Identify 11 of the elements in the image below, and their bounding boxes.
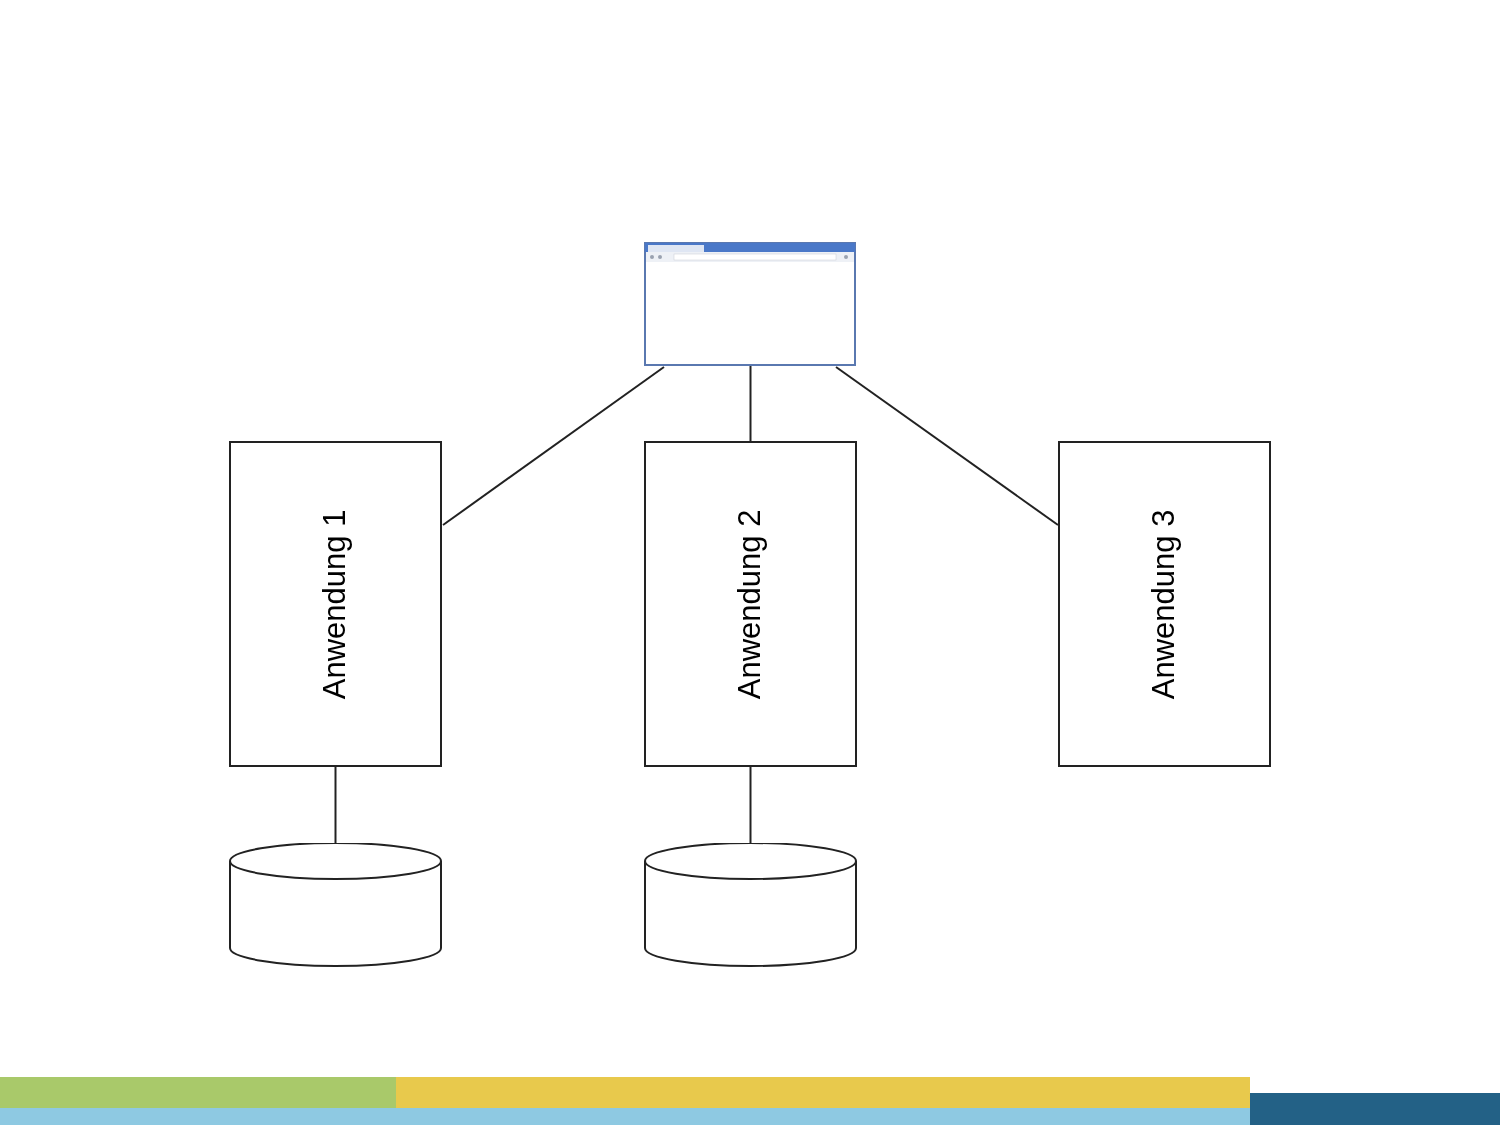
box-label: Anwendung 1: [316, 509, 354, 699]
connector-line: [835, 366, 1059, 526]
box-label: Anwendung 2: [731, 509, 769, 699]
box-label: Anwendung 3: [1145, 509, 1183, 699]
process-box: [229, 441, 442, 767]
connector-line: [442, 366, 665, 526]
process-box: [1058, 441, 1271, 767]
connector-line: [334, 766, 337, 844]
process-box: [644, 441, 857, 767]
connector-line: [749, 766, 752, 844]
connector-line: [749, 365, 752, 442]
